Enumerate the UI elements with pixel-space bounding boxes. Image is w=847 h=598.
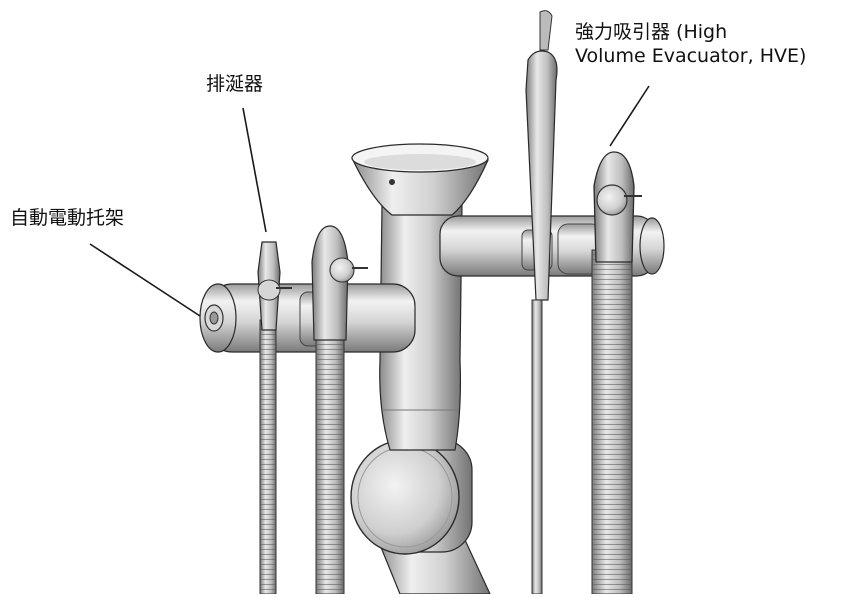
leader-line-hve <box>609 85 650 147</box>
label-hve-line2: Volume Evacuator, HVE) <box>575 45 807 67</box>
leader-line-saliva <box>242 107 267 233</box>
left-instrument-holder <box>311 225 368 595</box>
label-hve: 強力吸引器 (High Volume Evacuator, HVE) <box>575 20 806 68</box>
tray-post-top <box>351 143 489 216</box>
pivot-joint <box>350 439 473 555</box>
saliva-ejector <box>257 241 292 595</box>
label-auto-holder: 自動電動托架 <box>10 207 125 229</box>
leader-line-holder <box>89 243 201 317</box>
handpiece <box>525 10 558 595</box>
leader-lines <box>89 85 650 317</box>
label-saliva-ejector: 排涎器 <box>206 73 264 95</box>
hve-suction <box>591 151 642 595</box>
label-hve-line1: 強力吸引器 (High <box>575 21 728 43</box>
left-holder-bar <box>199 283 416 353</box>
